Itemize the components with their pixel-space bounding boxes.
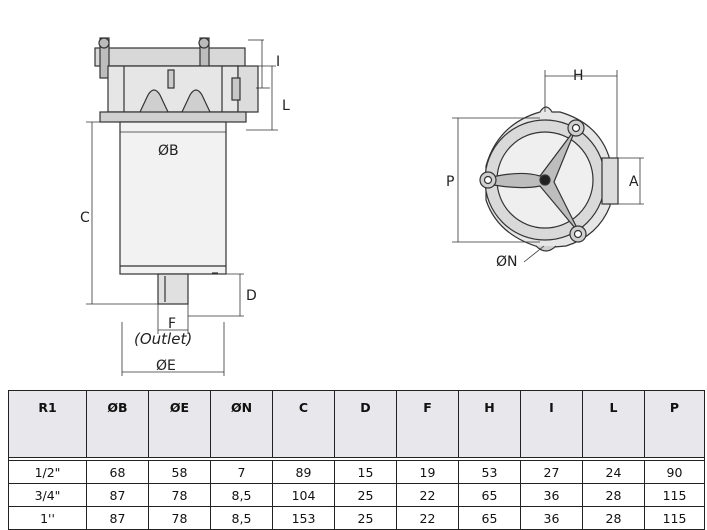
label-d: D [246, 288, 257, 304]
header-f: F [396, 390, 459, 458]
table-cell: 89 [272, 460, 335, 484]
side-view [94, 37, 259, 305]
label-f: F [168, 316, 176, 332]
header-i: I [520, 390, 583, 458]
table-cell: 15 [334, 460, 397, 484]
label-p: P [446, 174, 454, 190]
table-cell: 28 [582, 483, 645, 507]
label-c: C [80, 210, 90, 226]
table-cell: 27 [520, 460, 583, 484]
header-r1: R1 [8, 390, 87, 458]
table-cell: 115 [644, 506, 705, 530]
table-cell: 19 [396, 460, 459, 484]
table-cell: 1/2" [8, 460, 87, 484]
header-h: H [458, 390, 521, 458]
table-cell: 65 [458, 506, 521, 530]
table-cell: 78 [148, 483, 211, 507]
dimension-table: R1 ØB ØE ØN C D F H I L P 1/2" 68 58 7 8… [8, 390, 705, 530]
table-row: 1/2" 68 58 7 89 15 19 53 27 24 90 [8, 460, 705, 484]
table-row: 3/4" 87 78 8,5 104 25 22 65 36 28 115 [8, 483, 705, 507]
table-header-row: R1 ØB ØE ØN C D F H I L P [8, 390, 705, 458]
header-p: P [644, 390, 705, 458]
header-e: ØE [148, 390, 211, 458]
table-cell: 24 [582, 460, 645, 484]
header-c: C [272, 390, 335, 458]
header-b: ØB [86, 390, 149, 458]
label-outlet: (Outlet) [134, 330, 192, 348]
table-cell: 3/4" [8, 483, 87, 507]
top-dimensions [452, 70, 644, 263]
table-cell: 58 [148, 460, 211, 484]
label-b: ØB [158, 143, 179, 159]
table-cell: 36 [520, 506, 583, 530]
table-cell: 28 [582, 506, 645, 530]
header-n: ØN [210, 390, 273, 458]
top-view [479, 106, 619, 252]
cover-plate [94, 47, 246, 67]
collar [99, 111, 247, 123]
table-cell: 22 [396, 506, 459, 530]
side-port [601, 157, 619, 205]
label-a: A [629, 174, 639, 190]
table-cell: 115 [644, 483, 705, 507]
table-cell: 104 [272, 483, 335, 507]
label-h: H [573, 68, 584, 84]
side-dimensions [86, 39, 278, 376]
table-cell: 36 [520, 483, 583, 507]
inlet-port [237, 65, 259, 113]
table-cell: 25 [334, 483, 397, 507]
table-cell: 7 [210, 460, 273, 484]
label-n: ØN [496, 254, 518, 270]
table-cell: 1'' [8, 506, 87, 530]
center-spokes [487, 127, 581, 235]
table-cell: 8,5 [210, 483, 273, 507]
table-cell: 78 [148, 506, 211, 530]
table-cell: 53 [458, 460, 521, 484]
label-e: ØE [156, 358, 176, 374]
table-cell: 87 [86, 483, 149, 507]
table-cell: 153 [272, 506, 335, 530]
table-row: 1'' 87 78 8,5 153 25 22 65 36 28 115 [8, 506, 705, 530]
label-l: L [282, 98, 290, 114]
table-cell: 65 [458, 483, 521, 507]
table-cell: 68 [86, 460, 149, 484]
outlet-pipe [157, 273, 189, 305]
table-cell: 25 [334, 506, 397, 530]
header-l: L [582, 390, 645, 458]
table-cell: 8,5 [210, 506, 273, 530]
table-cell: 87 [86, 506, 149, 530]
technical-drawing: I L ØB C D F (Outlet) ØE [80, 37, 644, 376]
table-cell: 90 [644, 460, 705, 484]
table-cell: 22 [396, 483, 459, 507]
label-i: I [276, 54, 280, 70]
header-d: D [334, 390, 397, 458]
